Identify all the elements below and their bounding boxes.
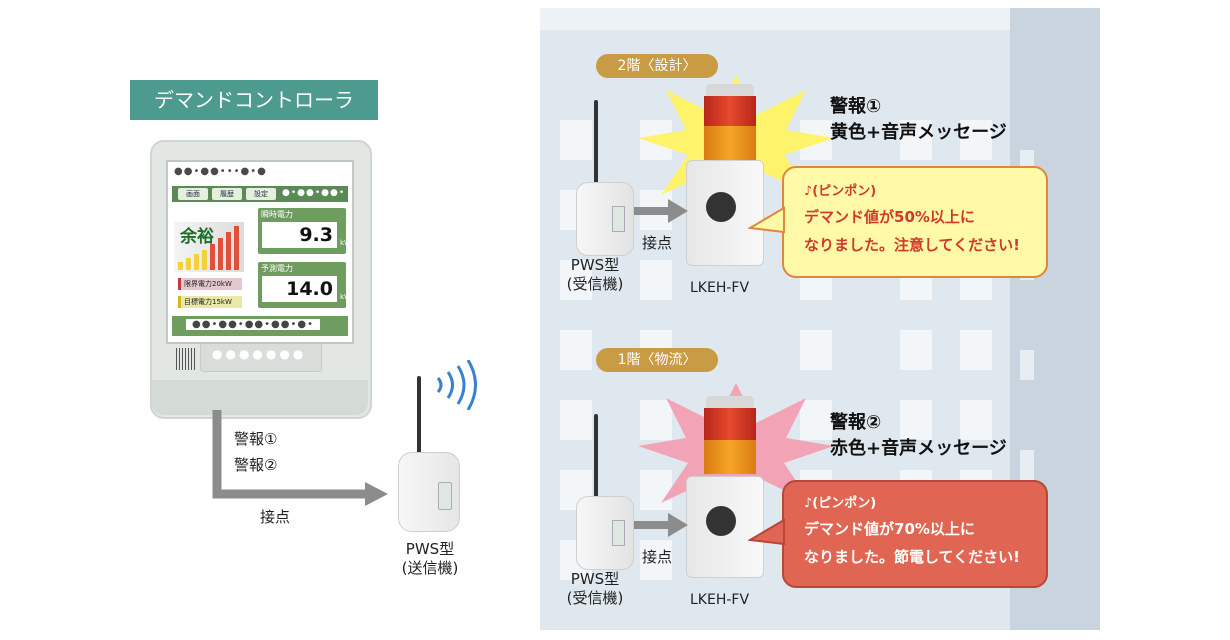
- indicator-dots: ●●●●●●●: [212, 347, 307, 361]
- transmitter-label-line1: PWS型: [405, 540, 455, 558]
- forecast-power-panel: 予測電力 14.0 kW: [258, 262, 351, 308]
- receiver-2-antenna: [594, 100, 598, 186]
- receiver-1-antenna: [594, 414, 598, 500]
- forecast-power-unit: kW: [340, 293, 351, 301]
- signal-tower-2-red: [704, 96, 756, 126]
- instant-power-value: 9.3: [262, 222, 337, 248]
- building-roof: [540, 8, 1100, 30]
- floor-2-alarm-title: 警報①: [830, 96, 882, 117]
- instant-power-panel: 瞬時電力 9.3 kW: [258, 208, 351, 254]
- floor-1-chime: ♪(ピンポン): [804, 496, 877, 511]
- instant-power-label: 瞬時電力: [261, 210, 293, 219]
- floor-2-msg-line1: デマンド値が50%以上に: [804, 208, 975, 226]
- building-window: [960, 400, 992, 440]
- receiver-2-device: [576, 182, 634, 256]
- building-window: [640, 400, 672, 440]
- floor-1-contact-arrow: [634, 513, 688, 537]
- building-window: [560, 400, 592, 440]
- transmitter-display: [438, 482, 452, 510]
- limit-power-label: 限界電力20kW: [178, 278, 242, 290]
- receiver-1-device: [576, 496, 634, 570]
- floor-1-msg-line1: デマンド値が70%以上に: [804, 520, 975, 538]
- receiver-2-label: PWS型 (受信機): [550, 256, 640, 294]
- floor-2-alarm-desc: 黄色+音声メッセージ: [830, 122, 1007, 143]
- floor-2-contact-arrow: [634, 199, 688, 223]
- building-window: [560, 330, 592, 370]
- receiver-1-display: [612, 520, 625, 546]
- floor-1-alarm: 警報② 赤色+音声メッセージ: [830, 410, 1007, 462]
- signal-tower-1-amber: [704, 440, 756, 474]
- floor-2-tag: 2階〈設計〉: [596, 54, 718, 78]
- tab-settings[interactable]: 設定: [246, 188, 276, 200]
- footer-text-placeholder: ●●•●●•●●•●●•●•: [186, 319, 321, 330]
- floor-1-tag: 1階〈物流〉: [596, 348, 718, 372]
- signal-tower-1-cap: [706, 396, 754, 408]
- receiver-1-label: PWS型 (受信機): [550, 570, 640, 608]
- signal-tower-2-amber: [704, 126, 756, 160]
- tab-screen[interactable]: 画面: [178, 188, 208, 200]
- floor-1-alarm-title: 警報②: [830, 412, 882, 433]
- building-side-window: [1020, 450, 1034, 480]
- left-alarm2-label: 警報②: [234, 456, 278, 474]
- building-window: [800, 400, 832, 440]
- building-side-window: [1020, 350, 1034, 380]
- instant-power-unit: kW: [340, 239, 351, 247]
- building-window: [560, 260, 592, 300]
- left-flow-arrow: [212, 410, 388, 506]
- floor-1-contact-label: 接点: [642, 548, 673, 566]
- receiver-2-display: [612, 206, 625, 232]
- status-graphic: [174, 222, 244, 272]
- tab-history[interactable]: 履歴: [212, 188, 242, 200]
- left-contact-label: 接点: [260, 508, 291, 526]
- floor-1-alarm-desc: 赤色+音声メッセージ: [830, 438, 1007, 459]
- controller-bottom-panel: [152, 380, 368, 415]
- floor-1-bubble-tail: [748, 518, 785, 546]
- speaker-1-icon: [706, 506, 736, 536]
- building-window: [900, 400, 932, 440]
- building-window: [640, 470, 672, 510]
- bar-growth-graphic: [178, 226, 239, 270]
- status-word: 余裕: [180, 227, 214, 247]
- receiver-2-label-line1: PWS型: [570, 256, 620, 274]
- building-window: [960, 120, 992, 160]
- transmitter-label: PWS型 (送信機): [380, 540, 480, 578]
- floor-2-msg-line2: なりました。注意してください!: [804, 236, 1020, 254]
- floor-2-contact-label: 接点: [642, 234, 673, 252]
- floor-1-msg-line2: なりました。節電してください!: [804, 548, 1020, 566]
- receiver-2-label-line2: (受信機): [566, 275, 624, 293]
- floor-2-message-bubble: ♪(ピンポン) デマンド値が50%以上に なりました。注意してください!: [782, 166, 1048, 278]
- floor-2-alarm: 警報① 黄色+音声メッセージ: [830, 94, 1007, 146]
- building-window: [960, 330, 992, 370]
- screen-header-text-placeholder: ●●•●●•••●•●: [174, 166, 267, 177]
- floor-2-bubble-tail: [748, 206, 785, 234]
- transmitter-antenna: [417, 376, 421, 456]
- receiver-1-label-line2: (受信機): [566, 589, 624, 607]
- transmitter-label-line2: (送信機): [401, 559, 459, 577]
- building-window: [560, 120, 592, 160]
- floor-2-model: LKEH-FV: [690, 280, 750, 296]
- controller-title: デマンドコントローラ: [130, 80, 378, 120]
- floor-1-message-bubble: ♪(ピンポン) デマンド値が70%以上に なりました。節電してください!: [782, 480, 1048, 588]
- building-window: [640, 260, 672, 300]
- speaker-2-icon: [706, 192, 736, 222]
- floor-1-model: LKEH-FV: [690, 592, 750, 608]
- controller-screen: ●●•●●•••●•● 画面 履歴 設定 ●•●●•●●• 余裕 限界電力20k…: [166, 160, 354, 344]
- building-window: [800, 330, 832, 370]
- building-window: [900, 120, 932, 160]
- forecast-power-value: 14.0: [262, 276, 337, 302]
- receiver-1-label-line1: PWS型: [570, 570, 620, 588]
- building-window: [640, 540, 672, 580]
- floor-2-chime: ♪(ピンポン): [804, 184, 877, 199]
- barcode-icon: [176, 348, 196, 370]
- building-window: [900, 330, 932, 370]
- tab-extra-text-placeholder: ●•●●•●●•: [282, 188, 346, 198]
- target-power-label: 目標電力15kW: [178, 296, 242, 308]
- signal-tower-2-cap: [706, 84, 754, 96]
- controller-indicator-strip: [200, 342, 322, 372]
- left-alarm1-label: 警報①: [234, 430, 278, 448]
- wireless-signal-icon: [436, 360, 477, 410]
- signal-tower-1-red: [704, 408, 756, 440]
- forecast-power-label: 予測電力: [261, 264, 293, 273]
